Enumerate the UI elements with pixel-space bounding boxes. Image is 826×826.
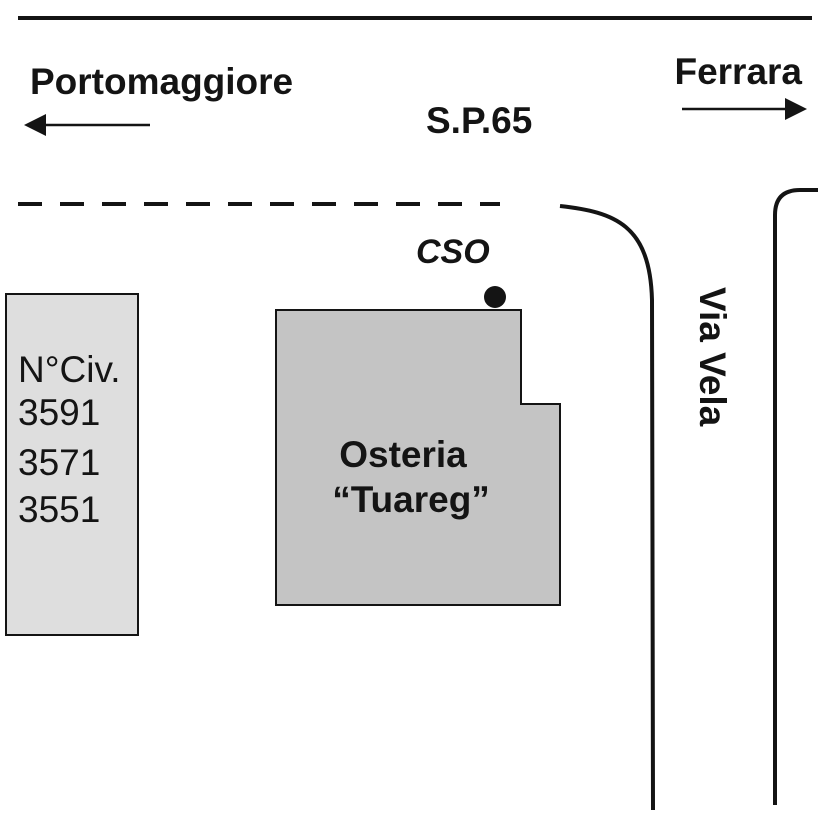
civic-numbers-title: N°Civ. bbox=[18, 349, 121, 390]
building-name-line2: “Tuareg” bbox=[332, 479, 490, 520]
via-vela-west-edge bbox=[559, 204, 655, 811]
civic-number: 3591 bbox=[18, 392, 100, 433]
filled-circle-icon bbox=[484, 286, 506, 308]
neighbor-building bbox=[5, 293, 139, 636]
building-name-line1: Osteria bbox=[339, 434, 467, 475]
marker-label: CSO bbox=[416, 233, 490, 271]
arrow-right-icon bbox=[682, 98, 807, 120]
osteria-building bbox=[275, 309, 561, 606]
civic-number: 3571 bbox=[18, 442, 100, 483]
east-destination-label: Ferrara bbox=[674, 51, 802, 92]
main-road-label: S.P.65 bbox=[426, 100, 532, 141]
via-vela-east-edge bbox=[773, 188, 818, 805]
civic-number: 3551 bbox=[18, 489, 100, 530]
arrow-left-icon bbox=[24, 114, 150, 136]
west-destination-label: Portomaggiore bbox=[30, 61, 293, 102]
side-road-label: Via Vela bbox=[692, 287, 733, 427]
